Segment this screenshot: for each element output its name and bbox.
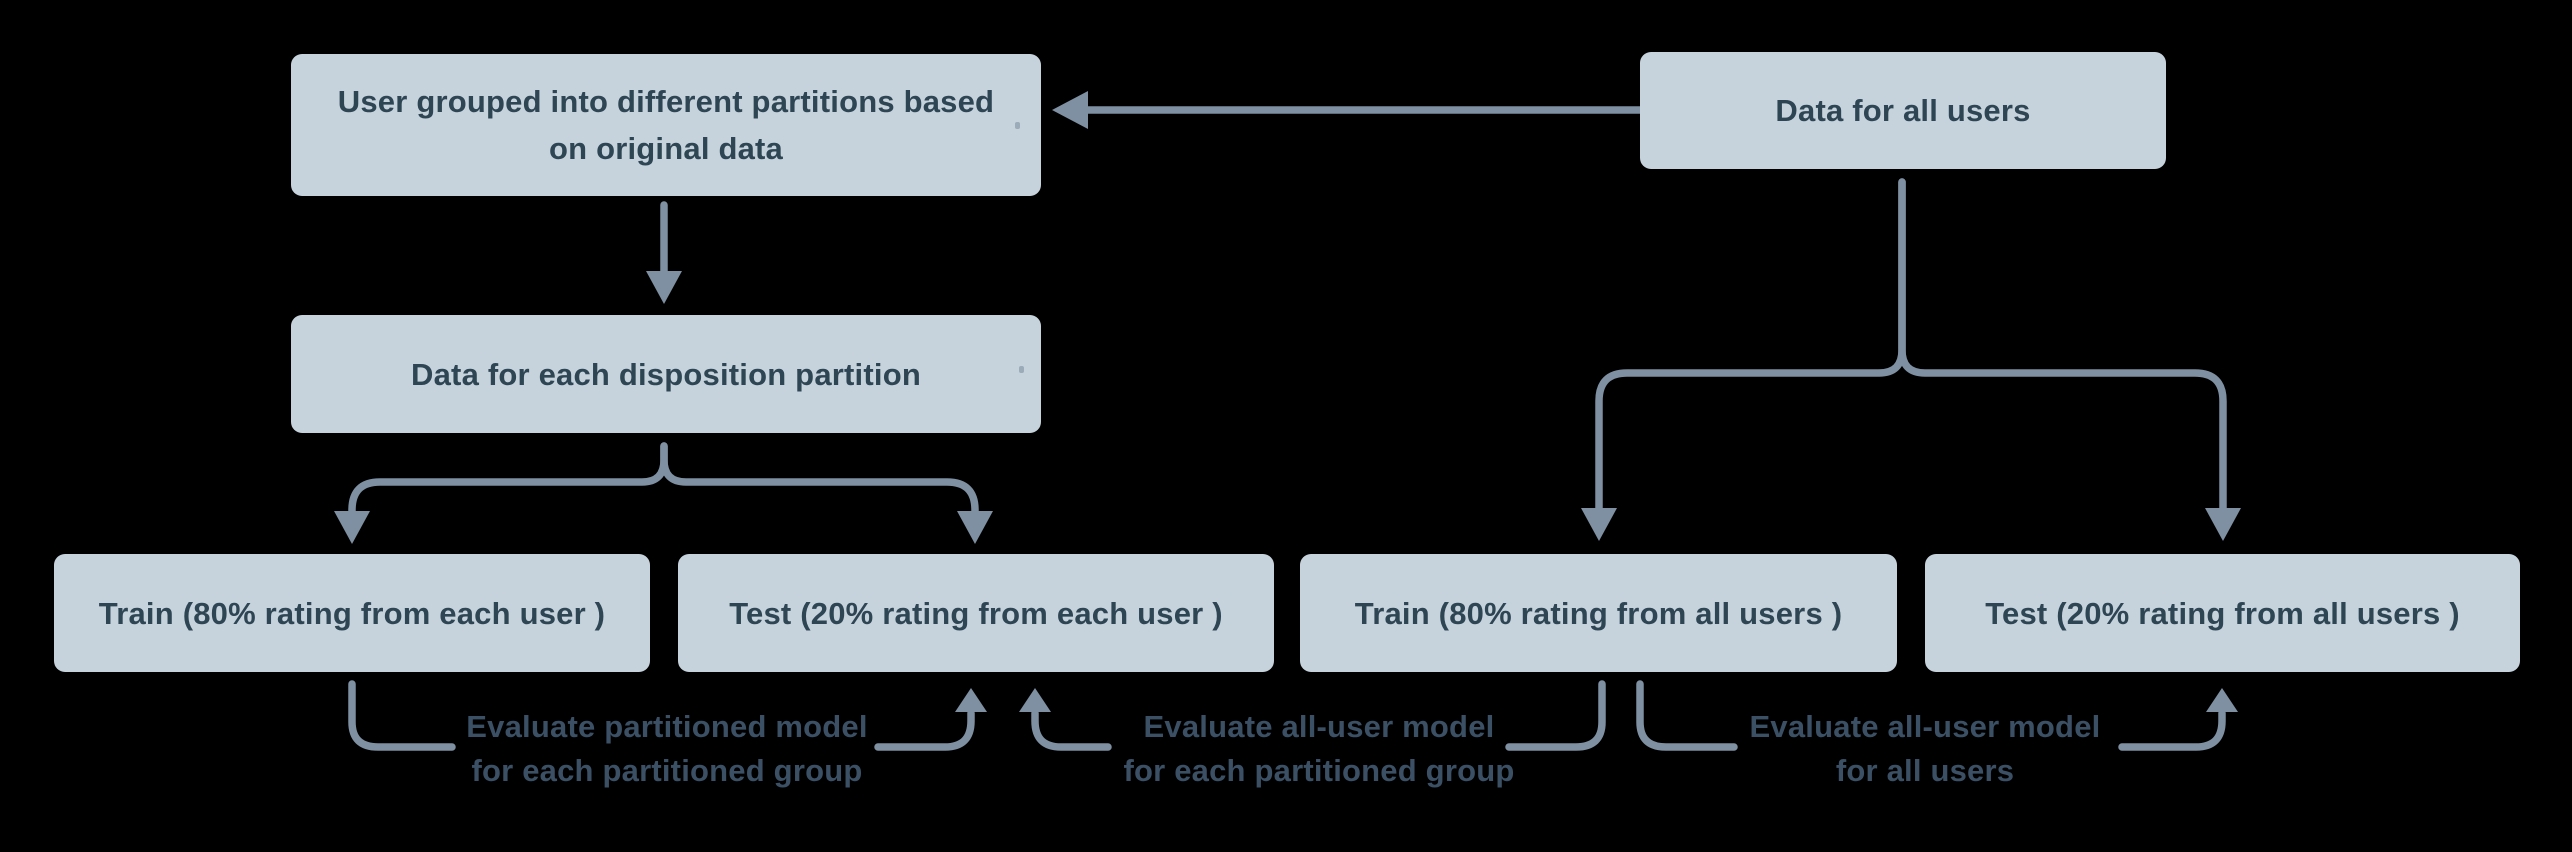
- edge-label-eval-partitioned-line1: Evaluate partitioned model: [466, 709, 868, 744]
- node-train-each-user: Train (80% rating from each user ): [54, 554, 650, 672]
- node-test-each-user: Test (20% rating from each user ): [678, 554, 1274, 672]
- node-data-all-users-label: Data for all users: [1775, 93, 2031, 128]
- edge-eval-alluser-group-start: [1505, 680, 1606, 751]
- edge-label-eval-alluser-group: Evaluate all-user model for each partiti…: [1094, 705, 1544, 793]
- node-test-each-user-label: Test (20% rating from each user ): [729, 595, 1223, 631]
- edge-eval-alluser-all-start: [1636, 680, 1738, 751]
- edge-label-eval-partitioned: Evaluate partitioned model for each part…: [447, 705, 887, 793]
- edge-label-eval-alluser-group-line1: Evaluate all-user model: [1143, 709, 1495, 744]
- node-test-all-users-label: Test (20% rating from all users ): [1985, 595, 2460, 631]
- edge-eval-partitioned-end: [874, 709, 975, 751]
- node-user-grouped-line2: on original data: [549, 131, 783, 166]
- node-data-all-users: Data for all users: [1640, 52, 2166, 169]
- split-allusers-right-branch: [1898, 178, 2227, 516]
- node-user-grouped: User grouped into different partitions b…: [291, 54, 1041, 196]
- edge-label-eval-partitioned-line2: for each partitioned group: [471, 753, 863, 788]
- node-train-all-users-label: Train (80% rating from all users ): [1354, 595, 1843, 631]
- split-partition-left-arrowhead: [334, 511, 370, 544]
- artifact-dot: [1015, 122, 1020, 129]
- split-allusers-left-branch: [1595, 178, 1906, 516]
- node-test-all-users: Test (20% rating from all users ): [1925, 554, 2520, 672]
- edge-eval-partitioned-start: [348, 680, 456, 751]
- node-train-all-users: Train (80% rating from all users ): [1300, 554, 1897, 672]
- edge-eval-alluser-group-end: [1031, 709, 1112, 751]
- edge-eval-alluser-group-arrowhead: [1019, 688, 1051, 712]
- split-allusers-left-arrowhead: [1581, 508, 1617, 541]
- node-train-each-user-label: Train (80% rating from each user ): [98, 595, 606, 631]
- split-partition-right-branch: [660, 442, 979, 519]
- edge-label-eval-alluser-all-line1: Evaluate all-user model: [1749, 709, 2101, 744]
- edge-eval-alluser-all-end: [2118, 709, 2226, 751]
- edge-label-eval-alluser-group-line2: for each partitioned group: [1123, 753, 1515, 788]
- node-data-partition: Data for each disposition partition: [291, 315, 1041, 433]
- edge-allusers-to-grouped-arrowhead: [1052, 91, 1088, 129]
- node-data-partition-label: Data for each disposition partition: [411, 356, 921, 392]
- split-partition-right-arrowhead: [957, 511, 993, 544]
- artifact-dot: [1019, 366, 1024, 373]
- edge-eval-alluser-all-arrowhead: [2206, 688, 2238, 712]
- edge-label-eval-alluser-all: Evaluate all-user model for all users: [1700, 705, 2150, 793]
- split-partition-left-branch: [348, 442, 668, 519]
- node-user-grouped-line1: User grouped into different partitions b…: [337, 84, 995, 119]
- split-allusers-right-arrowhead: [2205, 508, 2241, 541]
- edge-grouped-to-partition-arrowhead: [646, 271, 682, 304]
- edge-label-eval-alluser-all-line2: for all users: [1835, 753, 2015, 788]
- edge-eval-partitioned-arrowhead: [955, 688, 987, 712]
